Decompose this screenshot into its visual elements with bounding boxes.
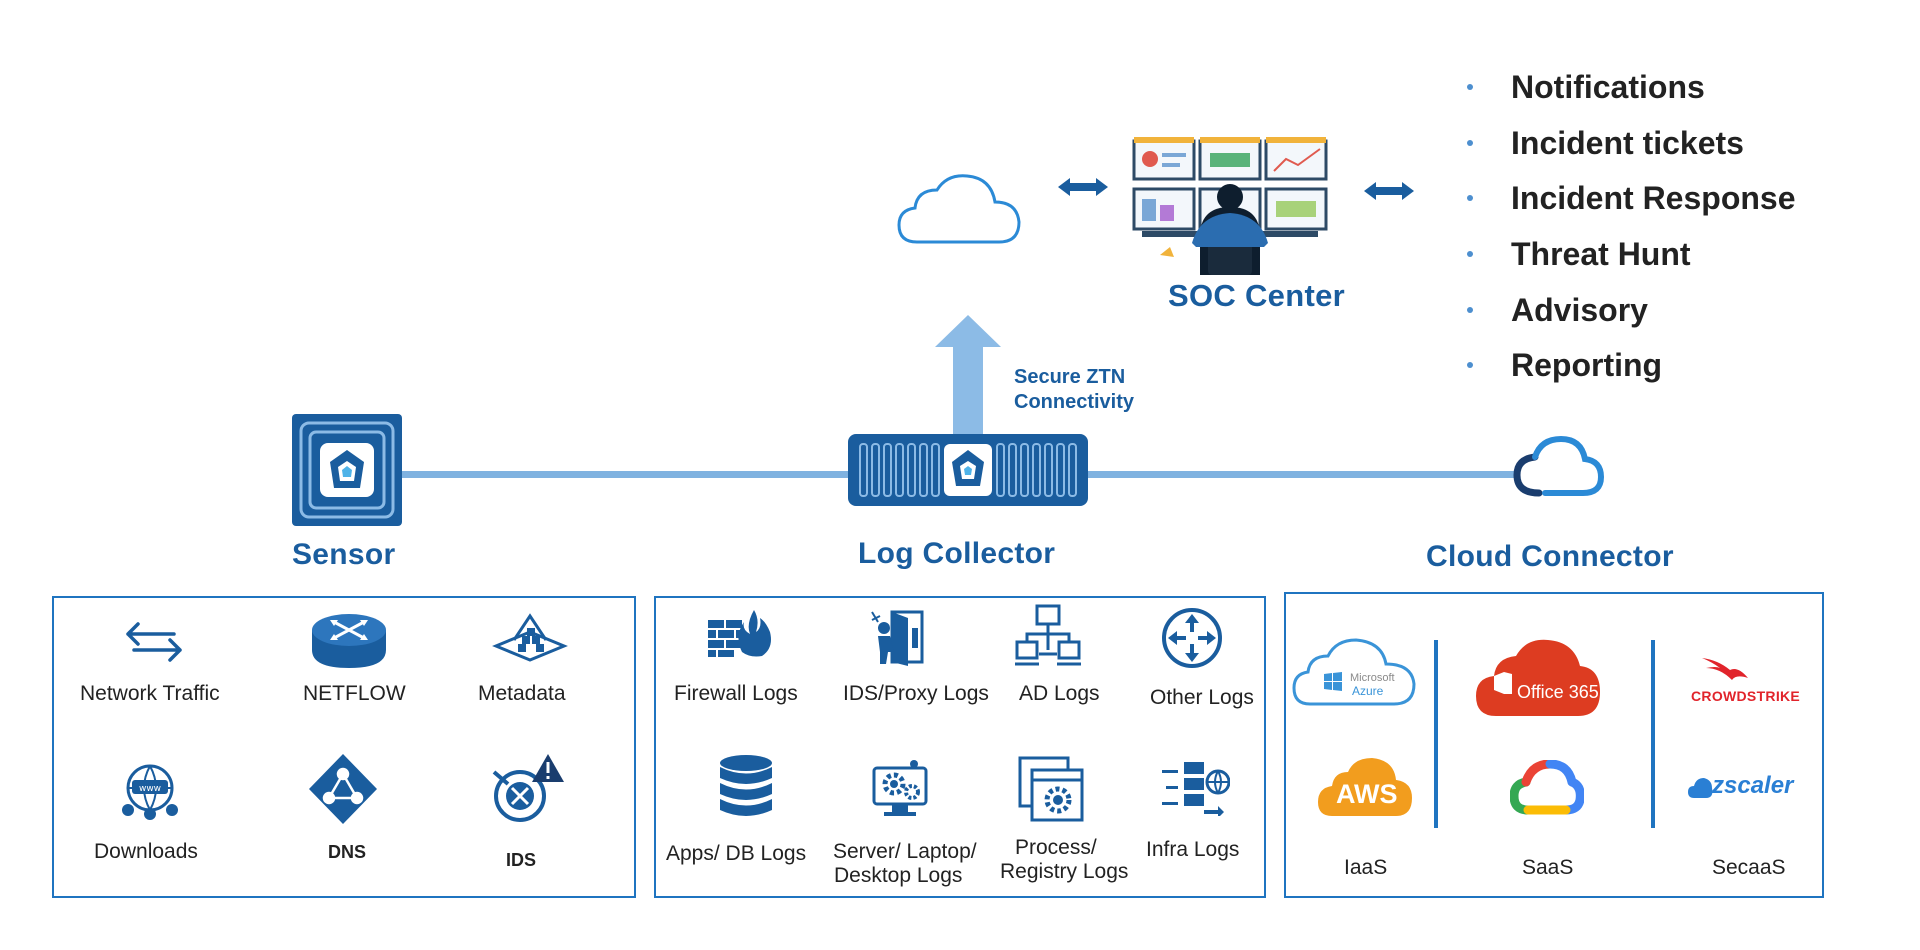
sensor-item-label: Network Traffic	[80, 682, 220, 705]
log-source-label: Desktop Logs	[834, 864, 963, 887]
soc-services-list: Notifications Incident tickets Incident …	[1455, 62, 1796, 396]
aws-logo-text: AWS	[1336, 779, 1398, 809]
log-source-label: Server/ Laptop/	[833, 840, 977, 863]
column-separator	[1651, 640, 1655, 828]
log-source-label: AD Logs	[1019, 682, 1100, 705]
sensor-device-icon	[292, 414, 402, 526]
azure-cloud-icon	[1292, 638, 1416, 706]
soc-service-item: Advisory	[1455, 285, 1796, 341]
downloads-icon: www	[122, 764, 178, 820]
cloud-connector-icon	[1513, 435, 1605, 497]
log-source-label: Infra Logs	[1146, 838, 1240, 861]
sensor-item-label: NETFLOW	[303, 682, 406, 705]
sensor-title: Sensor	[292, 538, 396, 571]
cloud-column-label: SecaaS	[1712, 856, 1786, 879]
ids-proxy-icon	[871, 610, 924, 666]
column-separator	[1434, 640, 1438, 828]
azure-logo-text: Azure	[1352, 684, 1384, 698]
log-source-label: Registry Logs	[1000, 860, 1129, 883]
azure-logo-text: Microsoft	[1350, 672, 1395, 684]
upload-arrow-icon	[935, 315, 1001, 437]
svg-text:www: www	[139, 784, 161, 794]
office365-logo-text: Office 365	[1517, 682, 1599, 702]
sensor-item-label: IDS	[506, 850, 537, 870]
crowdstrike-falcon-icon	[1702, 658, 1748, 680]
other-logs-router-icon	[1162, 608, 1222, 668]
process-registry-icon	[1018, 756, 1084, 822]
firewall-icon	[708, 610, 771, 657]
dns-icon	[309, 754, 377, 824]
ad-network-icon	[1015, 604, 1081, 666]
sensor-link-line	[400, 471, 850, 478]
network-traffic-icon	[126, 622, 182, 662]
ids-icon	[492, 754, 564, 822]
crowdstrike-logo-text: CROWDSTRIKE	[1691, 688, 1801, 704]
sensor-item-label: Metadata	[478, 682, 566, 705]
infra-servers-icon	[1162, 762, 1230, 816]
soc-operator-icon	[1132, 137, 1328, 275]
log-source-label: Apps/ DB Logs	[666, 842, 807, 865]
soc-center-title: SOC Center	[1168, 278, 1345, 313]
cloud-column-label: IaaS	[1344, 856, 1388, 879]
aws-cloud-icon	[1318, 758, 1412, 816]
soc-service-item: Threat Hunt	[1455, 229, 1796, 285]
log-collector-device-icon	[848, 434, 1088, 506]
cloud-connector-title: Cloud Connector	[1426, 540, 1674, 573]
sensor-item-label: DNS	[328, 842, 367, 862]
database-icon	[720, 755, 772, 816]
log-source-label: Process/	[1015, 836, 1097, 859]
log-source-label: Other Logs	[1150, 686, 1254, 709]
double-arrow-icon	[1058, 178, 1108, 196]
server-gears-icon	[872, 760, 928, 816]
soc-service-item: Incident Response	[1455, 173, 1796, 229]
netflow-router-icon	[312, 614, 386, 668]
zscaler-cloud-icon	[1688, 778, 1713, 798]
secure-ztn-line: Secure ZTN	[1014, 366, 1126, 388]
sensor-item-label: Downloads	[94, 840, 198, 863]
soc-service-item: Reporting	[1455, 340, 1796, 396]
log-source-label: IDS/Proxy Logs	[843, 682, 989, 705]
secure-ztn-label: Secure ZTN Connectivity	[1014, 365, 1134, 415]
connectivity-line: Connectivity	[1014, 391, 1135, 413]
cloud-link-line	[1085, 471, 1515, 478]
cloud-icon	[897, 174, 1021, 244]
log-collector-title: Log Collector	[858, 537, 1056, 570]
double-arrow-icon	[1364, 182, 1414, 200]
zscaler-logo-text: zscaler	[1712, 772, 1794, 799]
soc-service-item: Incident tickets	[1455, 118, 1796, 174]
google-cloud-icon	[1510, 760, 1584, 815]
office365-cloud-icon	[1476, 639, 1600, 716]
metadata-icon	[492, 613, 568, 662]
cloud-column-label: SaaS	[1522, 856, 1574, 879]
log-source-label: Firewall Logs	[674, 682, 798, 705]
cloud-services-panel	[1284, 592, 1824, 898]
soc-service-item: Notifications	[1455, 62, 1796, 118]
